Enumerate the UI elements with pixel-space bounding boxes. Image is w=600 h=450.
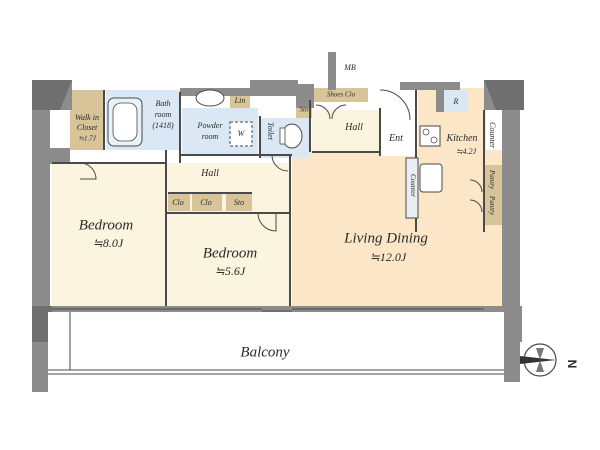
walk-in-closet-label-2: Closet [76, 123, 98, 132]
upper-hall-label: Hall [345, 122, 363, 133]
balcony-label: Balcony [240, 344, 290, 361]
shoes-closet-label: Shoes Clo [326, 90, 356, 99]
bedroom-2-label: Bedroom [202, 245, 258, 262]
fixtures [107, 89, 443, 219]
bedroom-1-area: ≒8.0J [92, 236, 124, 250]
refrigerator-floor [444, 90, 468, 112]
living-dining-label: Living Dining [344, 230, 428, 247]
sink [419, 163, 443, 193]
counter-kitchen-label: Counter [409, 174, 417, 197]
door-swings [79, 89, 483, 232]
bedroom-2-floor [166, 213, 290, 306]
counter-right-label: Counter [488, 122, 497, 149]
bedroom-1-label: Bedroom [78, 217, 134, 234]
powder-room-label-1: Powder [197, 121, 223, 130]
living-dining-area: ≒12.0J [369, 250, 407, 264]
bathroom-label-2: room [154, 110, 172, 119]
powder-room-label-2: room [201, 132, 219, 141]
closet-1-label: Clo [172, 198, 184, 207]
toilet-label: Toilet [266, 122, 275, 140]
meter-box-label: MB [344, 63, 356, 72]
washer-box [229, 121, 253, 147]
closet-1-floor [168, 193, 190, 211]
wash-basin [195, 89, 225, 107]
storage-mid-label: Sto [233, 198, 245, 207]
bedroom-2-area: ≒5.6J [214, 264, 246, 278]
linen-label: Lin [234, 96, 246, 105]
bathroom-size: (1418) [152, 121, 174, 130]
pantry-1-label: Pantry [488, 170, 496, 190]
compass-icon [520, 343, 557, 377]
pantry-2-label: Pantry [488, 196, 496, 216]
storage-mid-floor [226, 193, 252, 211]
walk-in-closet-area: ≒1.7J [78, 134, 96, 143]
upper-hall-floor [312, 110, 380, 152]
balcony-structure [48, 312, 504, 376]
pantry-floor [484, 165, 502, 225]
closet-2-label: Clo [200, 198, 212, 207]
kitchen-area: ≒4.2J [455, 147, 477, 156]
compass-north-label: N [565, 359, 579, 369]
walk-in-closet-floor [70, 90, 104, 150]
closet-2-floor [192, 193, 222, 211]
bathroom-label-1: Bath [155, 99, 171, 108]
kitchen-counter [405, 157, 419, 219]
storage-top-label: Sto [299, 105, 309, 114]
bedroom-1-floor [52, 163, 165, 306]
shoes-closet-floor [314, 88, 368, 102]
washer-label: W [237, 129, 245, 138]
stove [419, 125, 441, 147]
kitchen-label: Kitchen [446, 133, 478, 144]
entrance-label: Ent [389, 133, 403, 144]
walk-in-closet-label-1: Walk in [75, 113, 99, 122]
center-hall-label: Hall [201, 168, 219, 179]
refrigerator-label: R [453, 97, 459, 106]
